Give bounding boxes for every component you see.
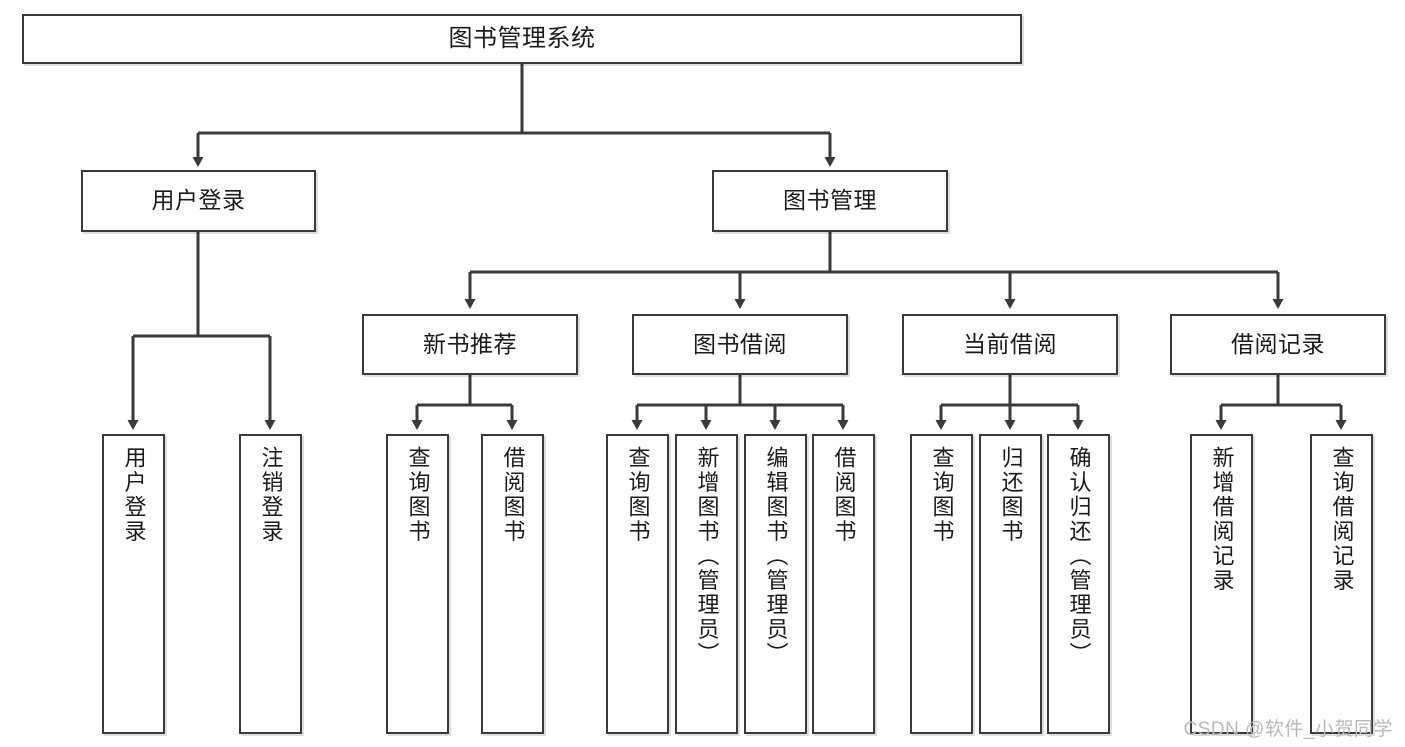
leaf-add-book-admin[interactable]: 新增图书（管理员） xyxy=(675,434,738,734)
leaf-logout-login[interactable]: 注销登录 xyxy=(239,434,302,734)
watermark: CSDN @软件_小贺同学 xyxy=(1183,719,1393,740)
leaf-edit-book-admin[interactable]: 编辑图书（管理员） xyxy=(744,434,807,734)
node-label: 注销登录 xyxy=(258,446,284,544)
node-label: 新增借阅记录 xyxy=(1209,446,1235,593)
node-label: 查询图书 xyxy=(625,446,651,544)
leaf-borrow-book-recommend[interactable]: 借阅图书 xyxy=(481,434,544,734)
node-label: 新书推荐 xyxy=(423,330,517,357)
node-label: 编辑图书（管理员） xyxy=(763,446,789,667)
node-label: 新增图书（管理员） xyxy=(694,446,720,667)
node-label: 用户登录 xyxy=(121,446,147,544)
leaf-add-borrow-record[interactable]: 新增借阅记录 xyxy=(1190,434,1253,734)
leaf-query-book-current[interactable]: 查询图书 xyxy=(910,434,973,734)
node-label: 查询图书 xyxy=(929,446,955,544)
leaf-borrow-book[interactable]: 借阅图书 xyxy=(812,434,875,734)
leaf-query-borrow-record[interactable]: 查询借阅记录 xyxy=(1310,434,1373,734)
leaf-query-book-recommend[interactable]: 查询图书 xyxy=(386,434,449,734)
node-label: 借阅图书 xyxy=(831,446,857,544)
node-book-management[interactable]: 图书管理 xyxy=(712,170,948,232)
node-label: 归还图书 xyxy=(998,446,1024,544)
node-borrow-record[interactable]: 借阅记录 xyxy=(1170,314,1386,375)
node-current-borrow[interactable]: 当前借阅 xyxy=(902,314,1118,375)
node-label: 图书管理 xyxy=(783,187,877,214)
node-new-book-recommend[interactable]: 新书推荐 xyxy=(362,314,578,375)
node-label: 借阅记录 xyxy=(1231,330,1325,357)
node-book-borrow[interactable]: 图书借阅 xyxy=(632,314,848,375)
leaf-confirm-return-admin[interactable]: 确认归还（管理员） xyxy=(1047,434,1110,734)
node-label: 用户登录 xyxy=(151,187,246,214)
leaf-query-book-borrow[interactable]: 查询图书 xyxy=(606,434,669,734)
node-label: 图书借阅 xyxy=(693,330,787,357)
node-label: 查询图书 xyxy=(405,446,431,544)
node-label: 确认归还（管理员） xyxy=(1066,446,1092,667)
node-label: 图书管理系统 xyxy=(448,24,596,52)
node-book-management-system[interactable]: 图书管理系统 xyxy=(22,14,1022,64)
node-label: 查询借阅记录 xyxy=(1329,446,1355,593)
leaf-user-login[interactable]: 用户登录 xyxy=(102,434,165,734)
node-user-login[interactable]: 用户登录 xyxy=(81,170,316,232)
node-label: 当前借阅 xyxy=(963,330,1057,357)
leaf-return-book[interactable]: 归还图书 xyxy=(979,434,1042,734)
node-label: 借阅图书 xyxy=(500,446,526,544)
